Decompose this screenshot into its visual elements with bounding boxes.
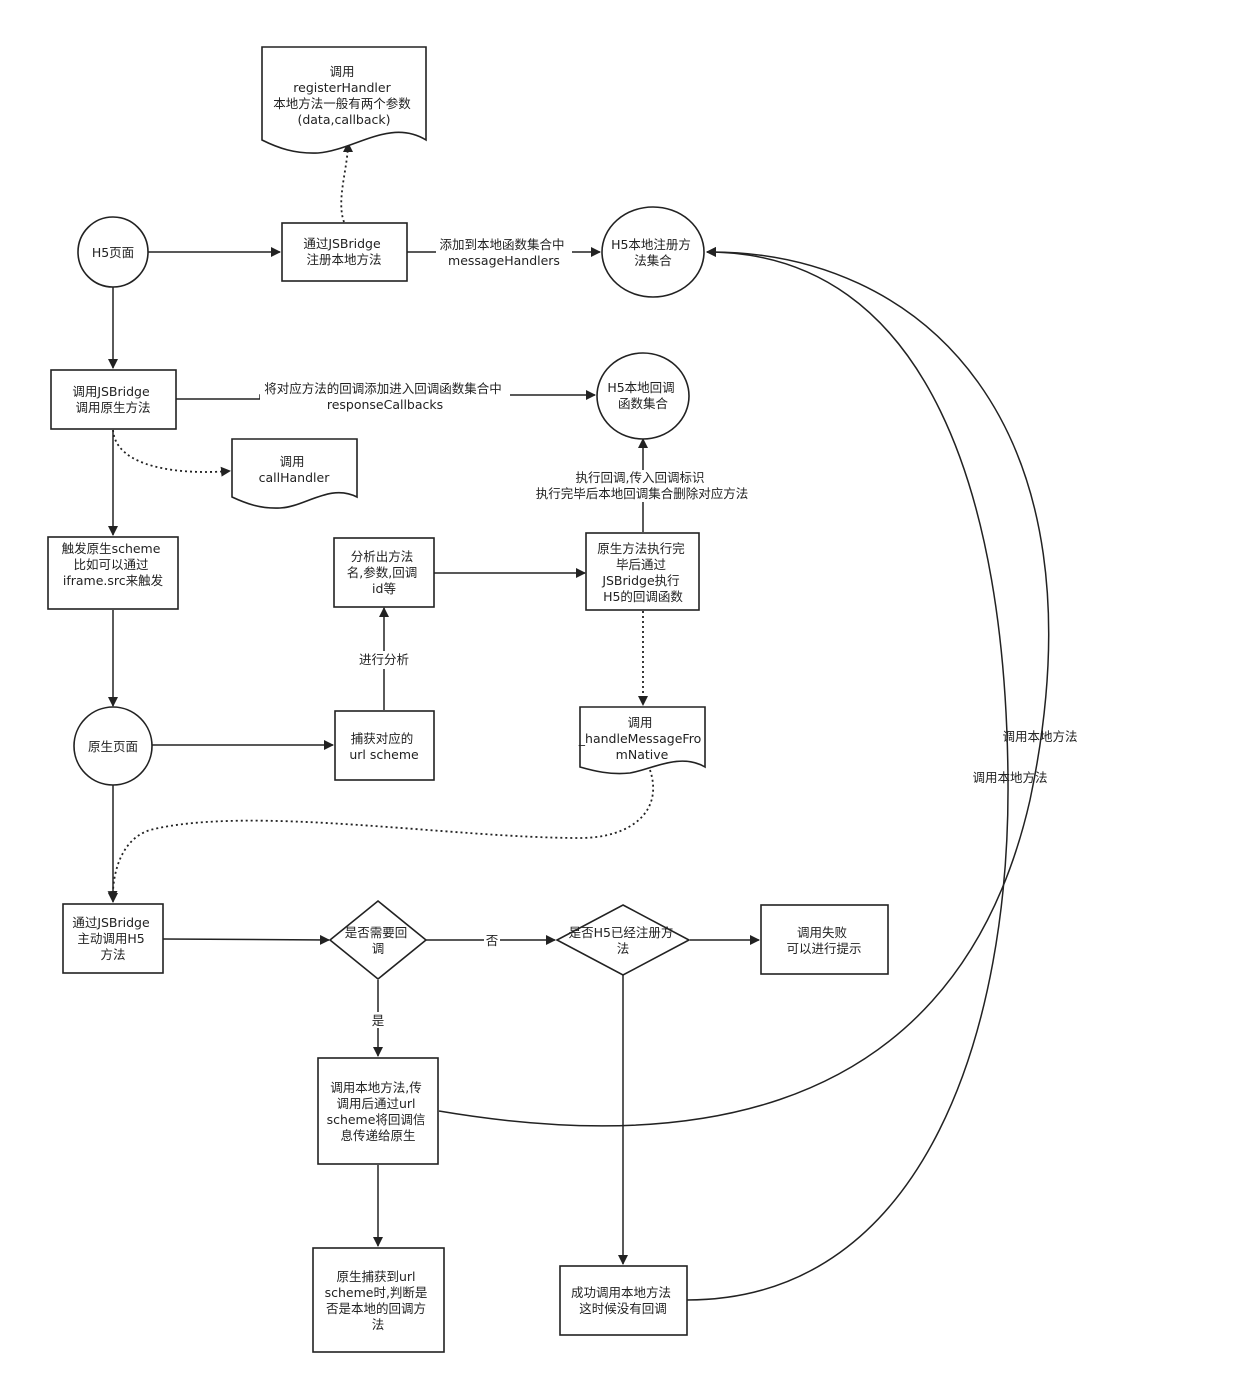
svg-text:通过JSBridge 注册本地方法: 通过JSBridge 注册本地方法 xyxy=(303,236,384,267)
svg-text:触发原生scheme 比如可以通过: 触发原生scheme 比如可以通过 iframe.src来触发 xyxy=(62,541,165,588)
svg-text:通过JSBridge 主动调用H5: 通过JSBridge 主动调用H5 方法 xyxy=(72,915,153,962)
svg-text:调用JSBridge 调用原生方法: 调用JSBridge 调用原生方法 xyxy=(72,384,153,415)
svg-text:调用失败 可以进行提示: 调用失败 可以进行提示 xyxy=(786,925,861,956)
node-need-callback: 是否需要回 调 xyxy=(328,899,428,981)
svg-text:原生方法执行完 毕后通过 J: 原生方法执行完 毕后通过 JSBridge执行 H5的回调函数 xyxy=(597,541,689,604)
edge-label-yes: 是 xyxy=(372,1013,385,1028)
svg-text:H5本地回调 函数集合: H5本地回调 函数集合 xyxy=(607,380,678,411)
svg-text:调用 _handleMessageFro: 调用 _handleMessageFro mNative xyxy=(578,715,705,762)
node-callhandler-doc: 调用 callHandler xyxy=(231,438,358,509)
node-trigger-scheme: 触发原生scheme 比如可以通过 iframe.src来触发 xyxy=(47,536,179,610)
edge-callnative-to-callhandler xyxy=(112,429,231,477)
svg-text:H5页面: H5页面 xyxy=(92,245,134,260)
node-capture-scheme: 捕获对应的 url scheme xyxy=(334,710,435,781)
node-h5-registered: 是否H5已经注册方 法 xyxy=(555,904,691,976)
node-h5-page: H5页面 xyxy=(77,216,149,288)
node-success-no-callback: 成功调用本地方法 这时候没有回调 xyxy=(559,1265,688,1336)
node-register-handler-doc: 调用 registerHandler 本地方法一般有两个参数 (data,cal… xyxy=(261,46,427,154)
svg-text:调用 callHandler: 调用 callHandler xyxy=(259,454,331,485)
nodes: H5页面 调用 registerHandler 本地方法一般有两个参数 (dat… xyxy=(47,46,889,1353)
edge-label-analyze: 进行分析 xyxy=(359,652,409,667)
node-native-call-h5: 通过JSBridge 主动调用H5 方法 xyxy=(62,903,164,974)
node-native-capture-url: 原生捕获到url scheme时,判断是 否是本地的回调方 法 xyxy=(312,1247,445,1353)
svg-text:是否需要回 调: 是否需要回 调 xyxy=(345,925,412,956)
edge-calllocal-to-handlers xyxy=(438,246,1050,1127)
edge-register-to-doc xyxy=(340,142,353,223)
edge-handlemsg-to-nativecall xyxy=(107,769,655,901)
svg-text:成功调用本地方法 这时候没有回调: 成功调用本地方法 这时候没有回调 xyxy=(571,1285,675,1316)
edge-label-exec-callback: 执行回调,传入回调标识 执行完毕后本地回调集合删除对应方法 xyxy=(536,470,749,501)
svg-text:调用本地方法,传 调用后通过url: 调用本地方法,传 调用后通过url scheme将回调信 息传递给原生 xyxy=(327,1080,430,1143)
svg-text:是否H5已经注册方 法: 是否H5已经注册方 法 xyxy=(569,925,678,956)
node-h5-handlers: H5本地注册方 法集合 xyxy=(601,206,705,298)
edge-success-to-handlers xyxy=(686,247,1009,1301)
edge-label-no: 否 xyxy=(486,933,499,948)
svg-text:捕获对应的 url scheme: 捕获对应的 url scheme xyxy=(349,731,419,762)
node-native-page: 原生页面 xyxy=(73,706,153,786)
node-register-bridge: 通过JSBridge 注册本地方法 xyxy=(281,222,408,282)
svg-text:原生页面: 原生页面 xyxy=(88,739,138,754)
node-call-fail: 调用失败 可以进行提示 xyxy=(760,904,889,975)
edge-label-call-local-1: 调用本地方法 xyxy=(1002,729,1077,744)
node-call-local-pass: 调用本地方法,传 调用后通过url scheme将回调信 息传递给原生 xyxy=(317,1057,439,1165)
node-call-native: 调用JSBridge 调用原生方法 xyxy=(50,369,177,430)
node-handle-message-doc: 调用 _handleMessageFro mNative xyxy=(578,706,706,775)
edge-labels: 添加到本地函数集合中 messageHandlers 将对应方法的回调添加进入回… xyxy=(260,236,1078,1028)
svg-text:原生捕获到url scheme时,判断是: 原生捕获到url scheme时,判断是 否是本地的回调方 法 xyxy=(325,1269,432,1332)
edge-label-call-local-2: 调用本地方法 xyxy=(972,770,1047,785)
node-parse: 分析出方法 名,参数,回调 id等 xyxy=(333,537,435,608)
svg-text:分析出方法 名,参数,回调: 分析出方法 名,参数,回调 id等 xyxy=(347,549,421,596)
edge-nativecall-to-need xyxy=(162,934,330,945)
edge-label-add-to-callbacks: 将对应方法的回调添加进入回调函数集合中 responseCallbacks xyxy=(264,381,506,412)
node-h5-callbacks: H5本地回调 函数集合 xyxy=(596,352,690,440)
node-native-exec: 原生方法执行完 毕后通过 JSBridge执行 H5的回调函数 xyxy=(585,532,700,611)
svg-text:H5本地注册方 法集合: H5本地注册方 法集合 xyxy=(611,237,695,268)
svg-text:调用 registerHandler: 调用 registerHandler 本地方法一般有两个参数 (data,cal… xyxy=(273,64,415,127)
edge-label-add-to-handlers: 添加到本地函数集合中 messageHandlers xyxy=(440,237,569,268)
